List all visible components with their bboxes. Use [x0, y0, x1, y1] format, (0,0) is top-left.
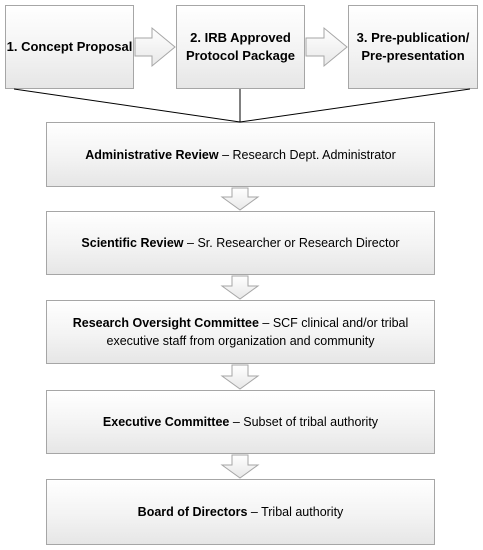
connector-step1 — [13, 88, 241, 123]
arrow-executive-to-board — [220, 454, 260, 479]
step-label: 3. Pre-publication/ Pre-presentation — [356, 30, 470, 63]
stage-separator: – — [218, 147, 233, 162]
stage-description: Sr. Researcher or Research Director — [197, 236, 400, 250]
stage-separator: – — [183, 236, 198, 250]
stage-executive-committee: Executive Committee – Subset of tribal a… — [46, 390, 435, 454]
arrow-step2-to-step3 — [305, 26, 348, 68]
step-pre-publication: 3. Pre-publication/ Pre-presentation — [348, 5, 478, 89]
stage-separator: – — [258, 316, 273, 330]
step-concept-proposal: 1. Concept Proposal — [5, 5, 134, 89]
stage-description: Research Dept. Administrator — [232, 147, 396, 162]
stage-description: Subset of tribal authority — [243, 415, 379, 429]
stage-scientific-review: Scientific Review – Sr. Researcher or Re… — [46, 211, 435, 275]
stage-description: SCF clinical and/or tribal executive sta… — [106, 316, 409, 348]
stage-description: Tribal authority — [261, 505, 344, 519]
stage-separator: – — [247, 505, 262, 519]
stage-title: Executive Committee — [102, 415, 230, 429]
connector-step3 — [239, 88, 471, 123]
stage-title: Board of Directors — [137, 505, 248, 519]
arrow-admin-to-scientific — [220, 187, 260, 211]
step-label: 1. Concept Proposal — [6, 39, 133, 54]
stage-separator: – — [229, 415, 244, 429]
stage-research-oversight-committee: Research Oversight Committee – SCF clini… — [46, 300, 435, 364]
arrow-oversight-to-executive — [220, 364, 260, 390]
arrow-step1-to-step2 — [134, 26, 176, 68]
stage-title: Scientific Review — [81, 236, 184, 250]
stage-title: Research Oversight Committee — [72, 316, 259, 330]
step-label: 2. IRB Approved Protocol Package — [185, 30, 296, 63]
stage-board-of-directors: Board of Directors – Tribal authority — [46, 479, 435, 545]
arrow-scientific-to-oversight — [220, 275, 260, 300]
stage-administrative-review: Administrative Review – Research Dept. A… — [46, 122, 435, 187]
step-irb-protocol-package: 2. IRB Approved Protocol Package — [176, 5, 305, 89]
stage-title: Administrative Review — [85, 147, 219, 162]
